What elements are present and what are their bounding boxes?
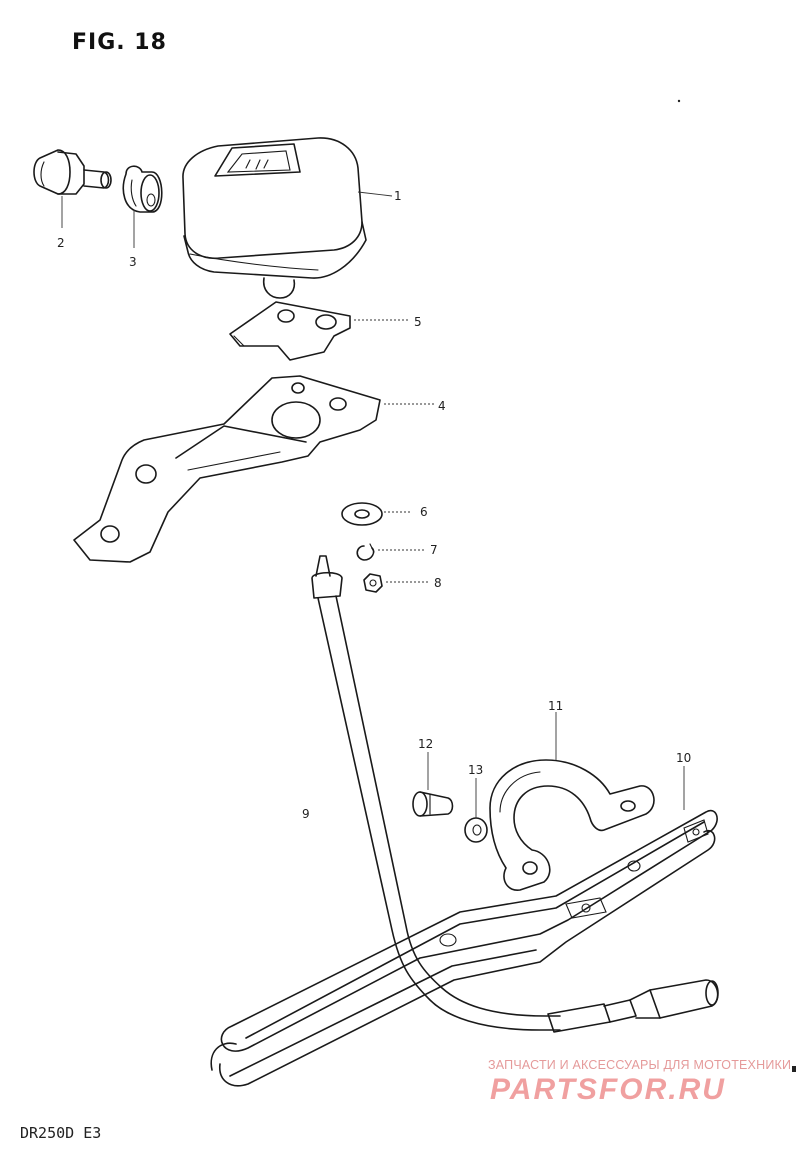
callout-10: 10 [676, 751, 691, 765]
callout-9: 9 [302, 807, 310, 821]
callout-5: 5 [414, 315, 422, 329]
callout-12: 12 [418, 737, 433, 751]
part-8-nut[interactable] [363, 573, 383, 593]
part-11-clamp[interactable] [489, 759, 655, 891]
callout-2: 2 [57, 236, 65, 250]
part-6-washer[interactable] [341, 502, 383, 526]
part-12-bolt[interactable] [412, 791, 454, 817]
leader-1 [357, 191, 393, 197]
callout-11: 11 [548, 699, 563, 713]
part-7-lock-washer[interactable] [356, 543, 375, 561]
callout-1: 1 [394, 189, 402, 203]
part-1-relay-box[interactable] [182, 137, 367, 299]
callout-3: 3 [129, 255, 137, 269]
part-4-bracket[interactable] [73, 375, 381, 563]
part-13-washer[interactable] [464, 817, 488, 843]
callout-4: 4 [438, 399, 446, 413]
callout-6: 6 [420, 505, 428, 519]
callout-13: 13 [468, 763, 483, 777]
part-10-rail[interactable] [210, 809, 718, 1087]
part-2-connector[interactable] [33, 149, 112, 195]
figure-title: FIG. 18 [72, 30, 167, 55]
watermark-tagline: ЗАПЧАСТИ И АКСЕССУАРЫ ДЛЯ МОТОТЕХНИКИ [488, 1058, 792, 1072]
part-3-grommet[interactable] [122, 165, 163, 213]
stray-dot [677, 99, 681, 103]
watermark-logo-text: PARTSFOR.RU [490, 1073, 726, 1106]
callout-7: 7 [430, 543, 438, 557]
edge-mark [792, 1066, 796, 1072]
part-5-plate[interactable] [229, 301, 351, 361]
model-code: DR250D E3 [20, 1124, 102, 1142]
callout-8: 8 [434, 576, 442, 590]
part-9-cable[interactable] [311, 555, 719, 1033]
